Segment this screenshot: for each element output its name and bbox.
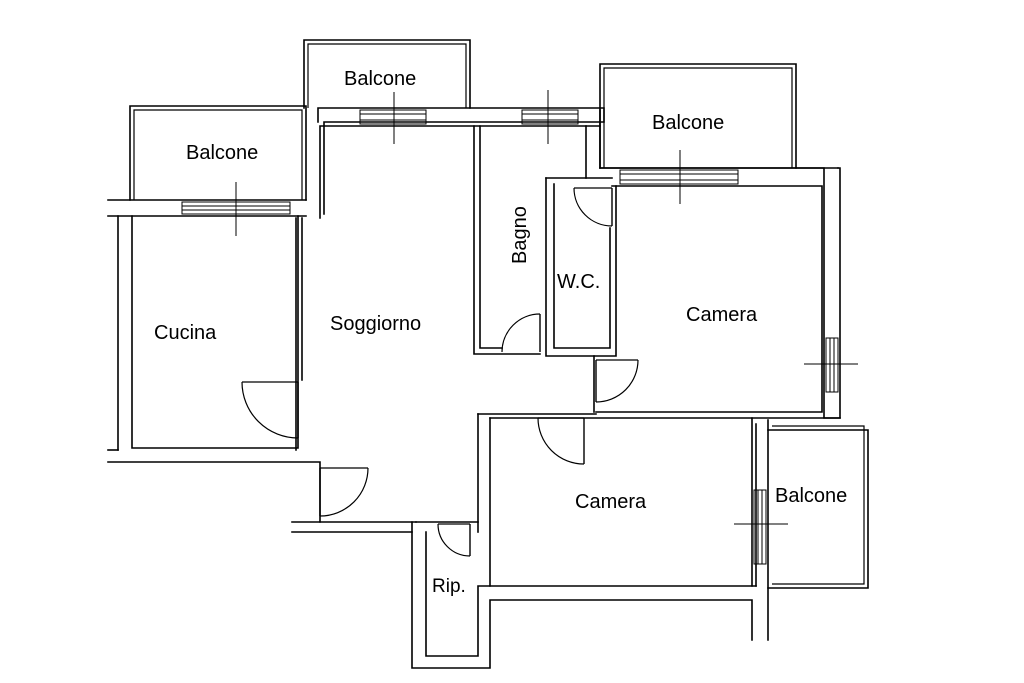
door-ripostiglio [437, 523, 471, 557]
window-camera-right [804, 337, 858, 393]
door-camera-top [595, 359, 639, 403]
window-left [181, 182, 291, 236]
label-balcone-right-bottom: Balcone [775, 485, 847, 507]
bathroom-walls [473, 125, 617, 413]
label-balcone-left: Balcone [186, 142, 258, 164]
door-bagno [501, 313, 541, 353]
window-right-top [619, 150, 739, 204]
exterior-walls [107, 107, 841, 669]
label-wc: W.C. [557, 271, 600, 293]
label-balcone-right-top: Balcone [652, 112, 724, 134]
label-cucina: Cucina [154, 322, 217, 344]
label-camera-top: Camera [686, 304, 758, 326]
label-soggiorno: Soggiorno [330, 313, 421, 335]
balcony-top [303, 39, 471, 109]
label-ripostiglio: Rip. [432, 576, 466, 597]
balcony-left [129, 105, 307, 201]
label-balcone-top: Balcone [344, 68, 416, 90]
window-camera-bottom-right [734, 489, 788, 565]
door-entrance [319, 467, 369, 517]
balcony-right-bottom [767, 425, 869, 589]
door-cucina [241, 381, 299, 439]
door-camera-bottom [537, 417, 585, 465]
window-top [359, 92, 427, 144]
door-wc [573, 187, 613, 227]
label-camera-bottom: Camera [575, 491, 647, 513]
window-bagno [521, 90, 579, 144]
label-bagno: Bagno [509, 206, 531, 264]
